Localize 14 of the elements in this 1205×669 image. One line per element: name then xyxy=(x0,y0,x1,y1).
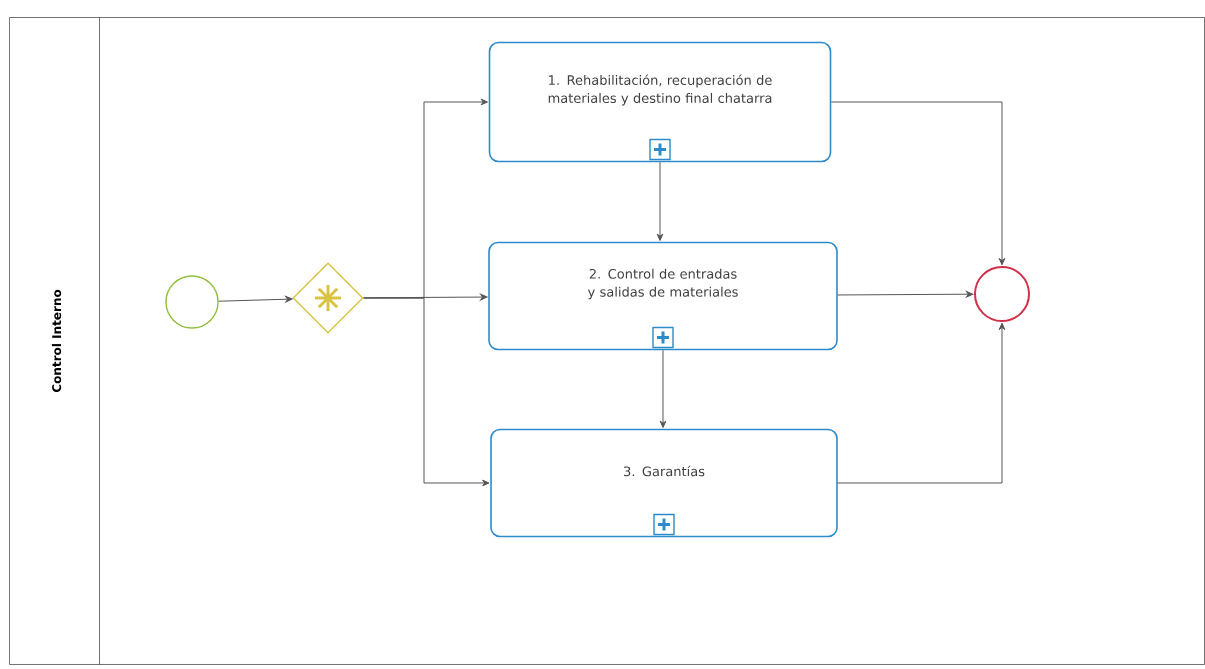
arrow xyxy=(830,101,1006,266)
start-event-circle xyxy=(165,275,219,329)
subprocess-box: 3. Garantías xyxy=(490,428,838,538)
gateway-diamond xyxy=(292,262,364,334)
arrow xyxy=(363,293,488,301)
subprocess-box: 1. Rehabilitación, recuperación de materiales y destino final chatarra xyxy=(488,41,832,163)
arrow xyxy=(837,322,1006,484)
subprocess-box: 2. Control de entradas y salidas de materiales xyxy=(488,241,838,351)
end-event-circle xyxy=(974,266,1030,322)
arrow xyxy=(218,295,293,303)
arrow xyxy=(837,290,974,298)
arrow xyxy=(656,161,664,241)
arrow xyxy=(659,349,667,428)
arrow xyxy=(363,297,490,487)
